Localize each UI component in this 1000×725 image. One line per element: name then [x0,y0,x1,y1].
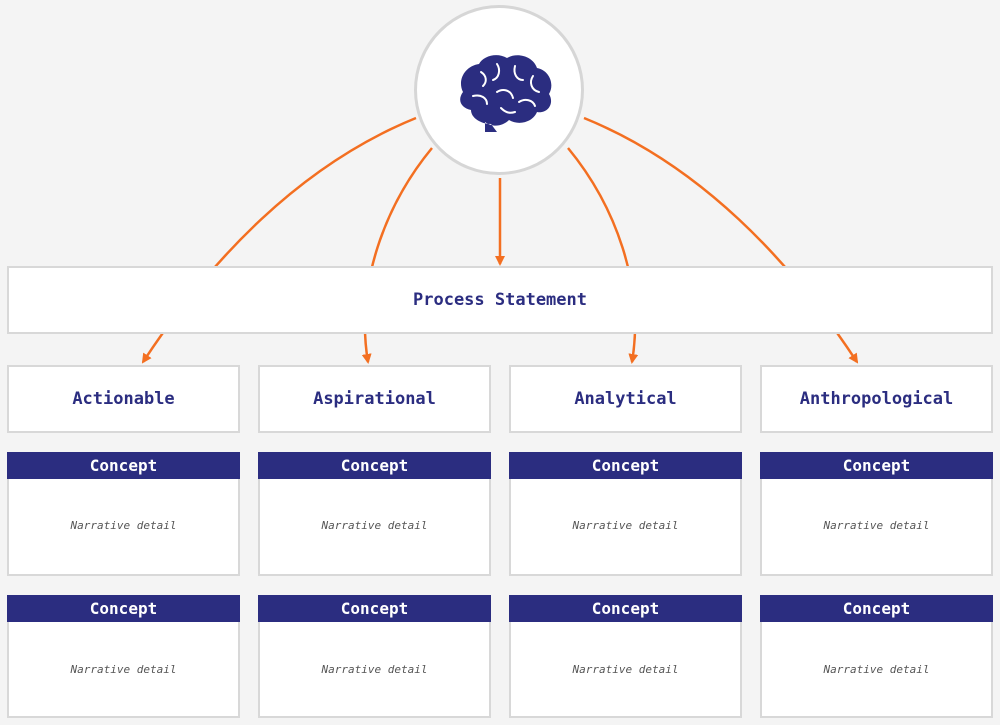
narrative-detail: Narrative detail [321,662,428,676]
concept-card: Concept Narrative detail [760,595,993,718]
concept-title: Concept [509,452,742,479]
category-anthropological: Anthropological [760,365,993,433]
narrative-detail: Narrative detail [70,519,177,532]
narrative-detail: Narrative detail [70,662,177,676]
concept-card: Concept Narrative detail [258,452,491,576]
narrative-detail: Narrative detail [823,519,930,532]
concept-title: Concept [760,452,993,479]
category-analytical: Analytical [509,365,742,433]
concept-card: Concept Narrative detail [7,595,240,718]
concept-title: Concept [7,452,240,479]
concept-card: Concept Narrative detail [509,452,742,576]
narrative-detail: Narrative detail [823,662,930,676]
narrative-detail: Narrative detail [572,662,679,676]
concept-title: Concept [7,595,240,622]
concept-title: Concept [509,595,742,622]
concept-card: Concept Narrative detail [760,452,993,576]
process-statement: Process Statement [7,266,993,334]
concept-card: Concept Narrative detail [509,595,742,718]
category-actionable: Actionable [7,365,240,433]
concept-title: Concept [760,595,993,622]
brain-hub [414,5,584,175]
narrative-detail: Narrative detail [572,519,679,532]
concept-title: Concept [258,452,491,479]
concept-card: Concept Narrative detail [7,452,240,576]
concept-title: Concept [258,595,491,622]
brain-icon [460,55,552,132]
category-aspirational: Aspirational [258,365,491,433]
concept-card: Concept Narrative detail [258,595,491,718]
narrative-detail: Narrative detail [321,519,428,532]
